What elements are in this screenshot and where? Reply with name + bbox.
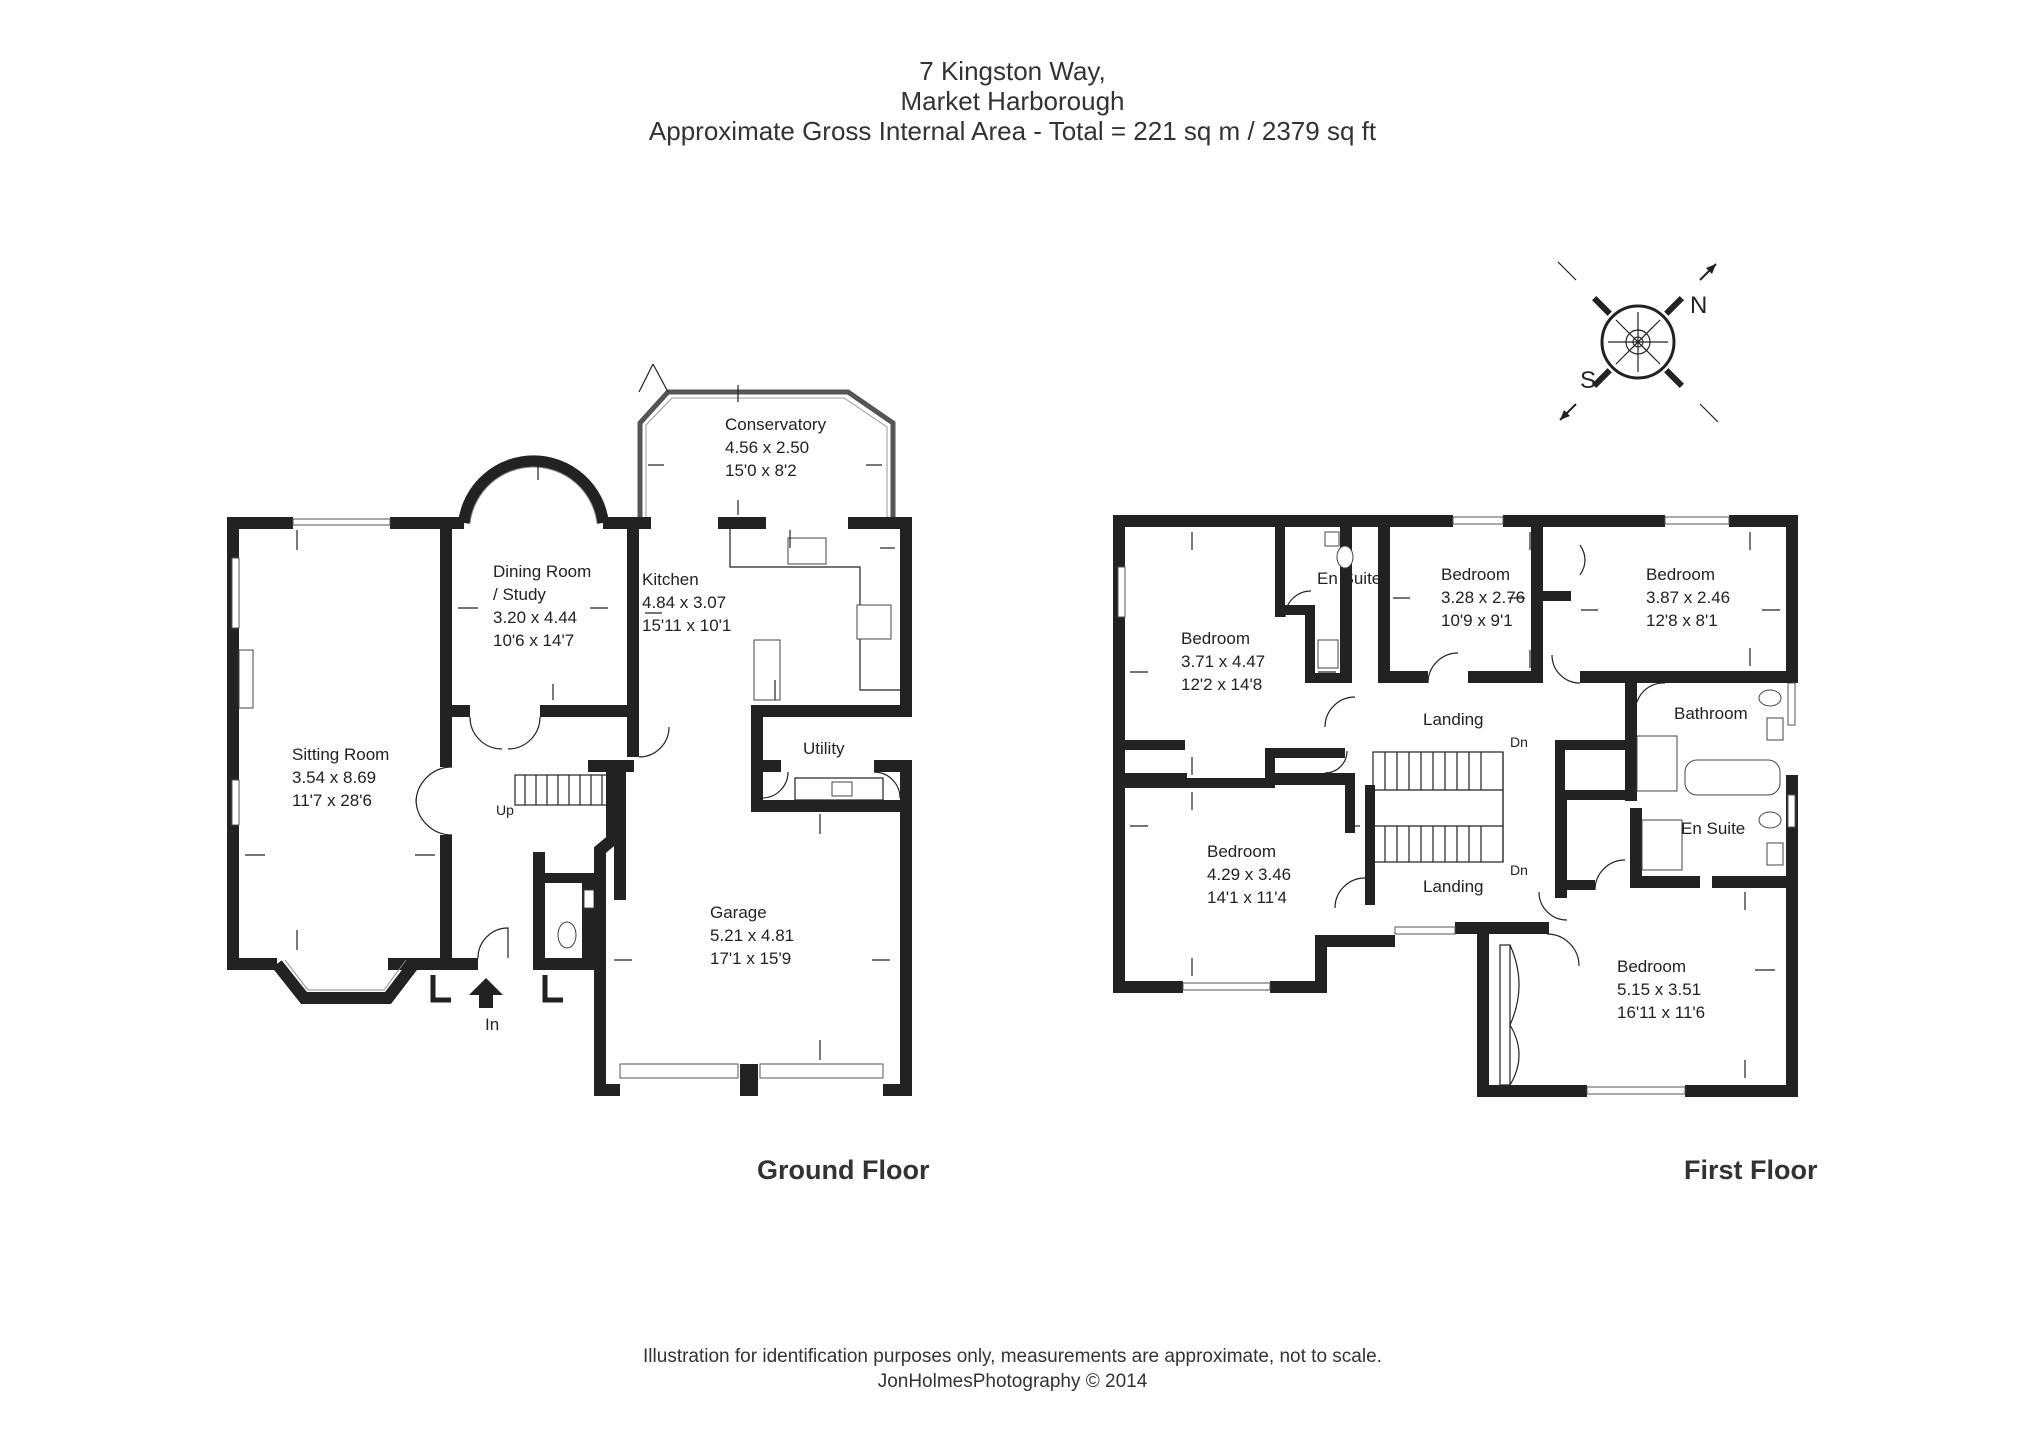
bedroom-2-label: Bedroom 3.28 x 2.76 10'9 x 9'1	[1441, 565, 1525, 630]
stairs-down-top-label: Dn	[1510, 734, 1528, 750]
conservatory-label: Conservatory 4.56 x 2.50 15'0 x 8'2	[725, 415, 827, 480]
svg-text:14'1 x 11'4: 14'1 x 11'4	[1207, 888, 1287, 907]
first-floor-plan: Dn Dn	[1113, 515, 1798, 1097]
svg-text:15'11 x 10'1: 15'11 x 10'1	[642, 616, 731, 635]
bedroom-4-label: Bedroom 4.29 x 3.46 14'1 x 11'4	[1207, 842, 1291, 907]
bedroom-3-label: Bedroom 3.87 x 2.46 12'8 x 8'1	[1646, 565, 1730, 630]
svg-text:5.21 x 4.81: 5.21 x 4.81	[710, 926, 794, 945]
svg-text:3.20 x 4.44: 3.20 x 4.44	[493, 608, 577, 627]
svg-text:Conservatory: Conservatory	[725, 415, 827, 434]
svg-text:4.56 x 2.50: 4.56 x 2.50	[725, 438, 809, 457]
svg-text:Kitchen: Kitchen	[642, 570, 699, 589]
address-line-2: Market Harborough	[900, 86, 1125, 116]
bedroom-1-label: Bedroom 3.71 x 4.47 12'2 x 14'8	[1181, 629, 1265, 694]
svg-text:Bedroom: Bedroom	[1441, 565, 1510, 584]
address-line-1: 7 Kingston Way,	[919, 56, 1106, 86]
svg-text:4.29 x 3.46: 4.29 x 3.46	[1207, 865, 1291, 884]
svg-text:Bedroom: Bedroom	[1181, 629, 1250, 648]
entrance-label: In	[485, 1015, 499, 1034]
stairs-down-bottom-label: Dn	[1510, 862, 1528, 878]
svg-text:Bedroom: Bedroom	[1617, 957, 1686, 976]
svg-text:3.71 x 4.47: 3.71 x 4.47	[1181, 652, 1265, 671]
bedroom-5-label: Bedroom 5.15 x 3.51 16'11 x 11'6	[1617, 957, 1705, 1022]
compass-south-label: S	[1580, 367, 1596, 394]
stairs-up-label: Up	[496, 802, 514, 818]
svg-text:12'8 x 8'1: 12'8 x 8'1	[1646, 611, 1718, 630]
kitchen-label: Kitchen 4.84 x 3.07 15'11 x 10'1	[642, 570, 731, 635]
svg-text:11'7 x 28'6: 11'7 x 28'6	[292, 791, 372, 810]
svg-text:3.87 x 2.46: 3.87 x 2.46	[1646, 588, 1730, 607]
svg-text:10'6 x 14'7: 10'6 x 14'7	[493, 631, 574, 650]
compass-icon	[1557, 261, 1719, 423]
copyright-credit: JonHolmesPhotography © 2014	[877, 1371, 1148, 1392]
landing-bottom-label: Landing	[1423, 877, 1484, 896]
utility-label: Utility	[803, 739, 845, 758]
ground-floor-plan: Up In	[227, 363, 912, 1096]
svg-text:10'9 x 9'1: 10'9 x 9'1	[1441, 611, 1513, 630]
garage-label: Garage 5.21 x 4.81 17'1 x 15'9	[710, 903, 794, 968]
svg-text:5.15 x 3.51: 5.15 x 3.51	[1617, 980, 1701, 999]
svg-text:4.84 x 3.07: 4.84 x 3.07	[642, 593, 726, 612]
area-summary: Approximate Gross Internal Area - Total …	[648, 116, 1377, 146]
sitting-room-label: Sitting Room 3.54 x 8.69 11'7 x 28'6	[292, 745, 389, 810]
svg-text:Garage: Garage	[710, 903, 767, 922]
svg-text:Bedroom: Bedroom	[1207, 842, 1276, 861]
svg-text:17'1 x 15'9: 17'1 x 15'9	[710, 949, 791, 968]
svg-text:/ Study: / Study	[493, 585, 546, 604]
bathroom-label: Bathroom	[1674, 704, 1748, 723]
svg-text:Sitting Room: Sitting Room	[292, 745, 389, 764]
first-floor-title: First Floor	[1684, 1155, 1818, 1185]
svg-text:12'2 x 14'8: 12'2 x 14'8	[1181, 675, 1262, 694]
en-suite-1-label: En Suite	[1317, 569, 1381, 588]
svg-text:Bedroom: Bedroom	[1646, 565, 1715, 584]
ground-floor-title: Ground Floor	[757, 1155, 930, 1185]
landing-top-label: Landing	[1423, 710, 1484, 729]
disclaimer-text: Illustration for identification purposes…	[643, 1346, 1382, 1367]
svg-text:Dining Room: Dining Room	[493, 562, 591, 581]
svg-text:3.54 x 8.69: 3.54 x 8.69	[292, 768, 376, 787]
dining-room-label: Dining Room / Study 3.20 x 4.44 10'6 x 1…	[493, 562, 591, 650]
svg-text:16'11 x 11'6: 16'11 x 11'6	[1617, 1003, 1705, 1022]
svg-text:15'0 x 8'2: 15'0 x 8'2	[725, 461, 797, 480]
en-suite-2-label: En Suite	[1681, 819, 1745, 838]
compass-north-label: N	[1690, 292, 1707, 319]
svg-text:3.28 x 2.76: 3.28 x 2.76	[1441, 588, 1525, 607]
